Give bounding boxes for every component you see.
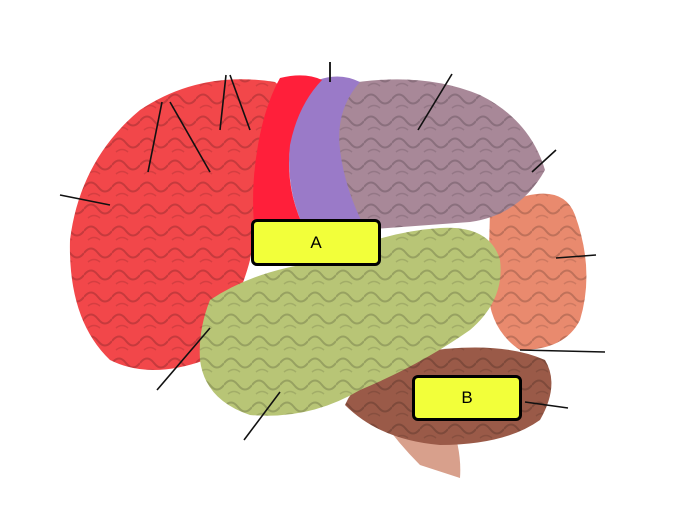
pointer-line	[417, 73, 453, 131]
label-a-text: A	[310, 232, 322, 252]
pointer-line	[243, 391, 281, 441]
pointer-line	[524, 401, 569, 409]
pointer-line	[219, 74, 227, 131]
label-b-text: B	[461, 388, 473, 407]
pointer-line	[519, 349, 606, 353]
pointer-line	[147, 101, 163, 173]
postcentral-gyrus-region	[289, 76, 365, 230]
pointer-line	[555, 254, 597, 259]
pointer-line	[156, 327, 211, 391]
precentral-gyrus-region	[253, 75, 322, 235]
pointer-line	[531, 149, 557, 173]
label-box-a: A	[251, 219, 381, 266]
pointer-line	[169, 101, 211, 173]
label-box-b: B	[412, 375, 522, 421]
pointer-line	[59, 194, 111, 206]
pointer-line	[229, 74, 251, 131]
